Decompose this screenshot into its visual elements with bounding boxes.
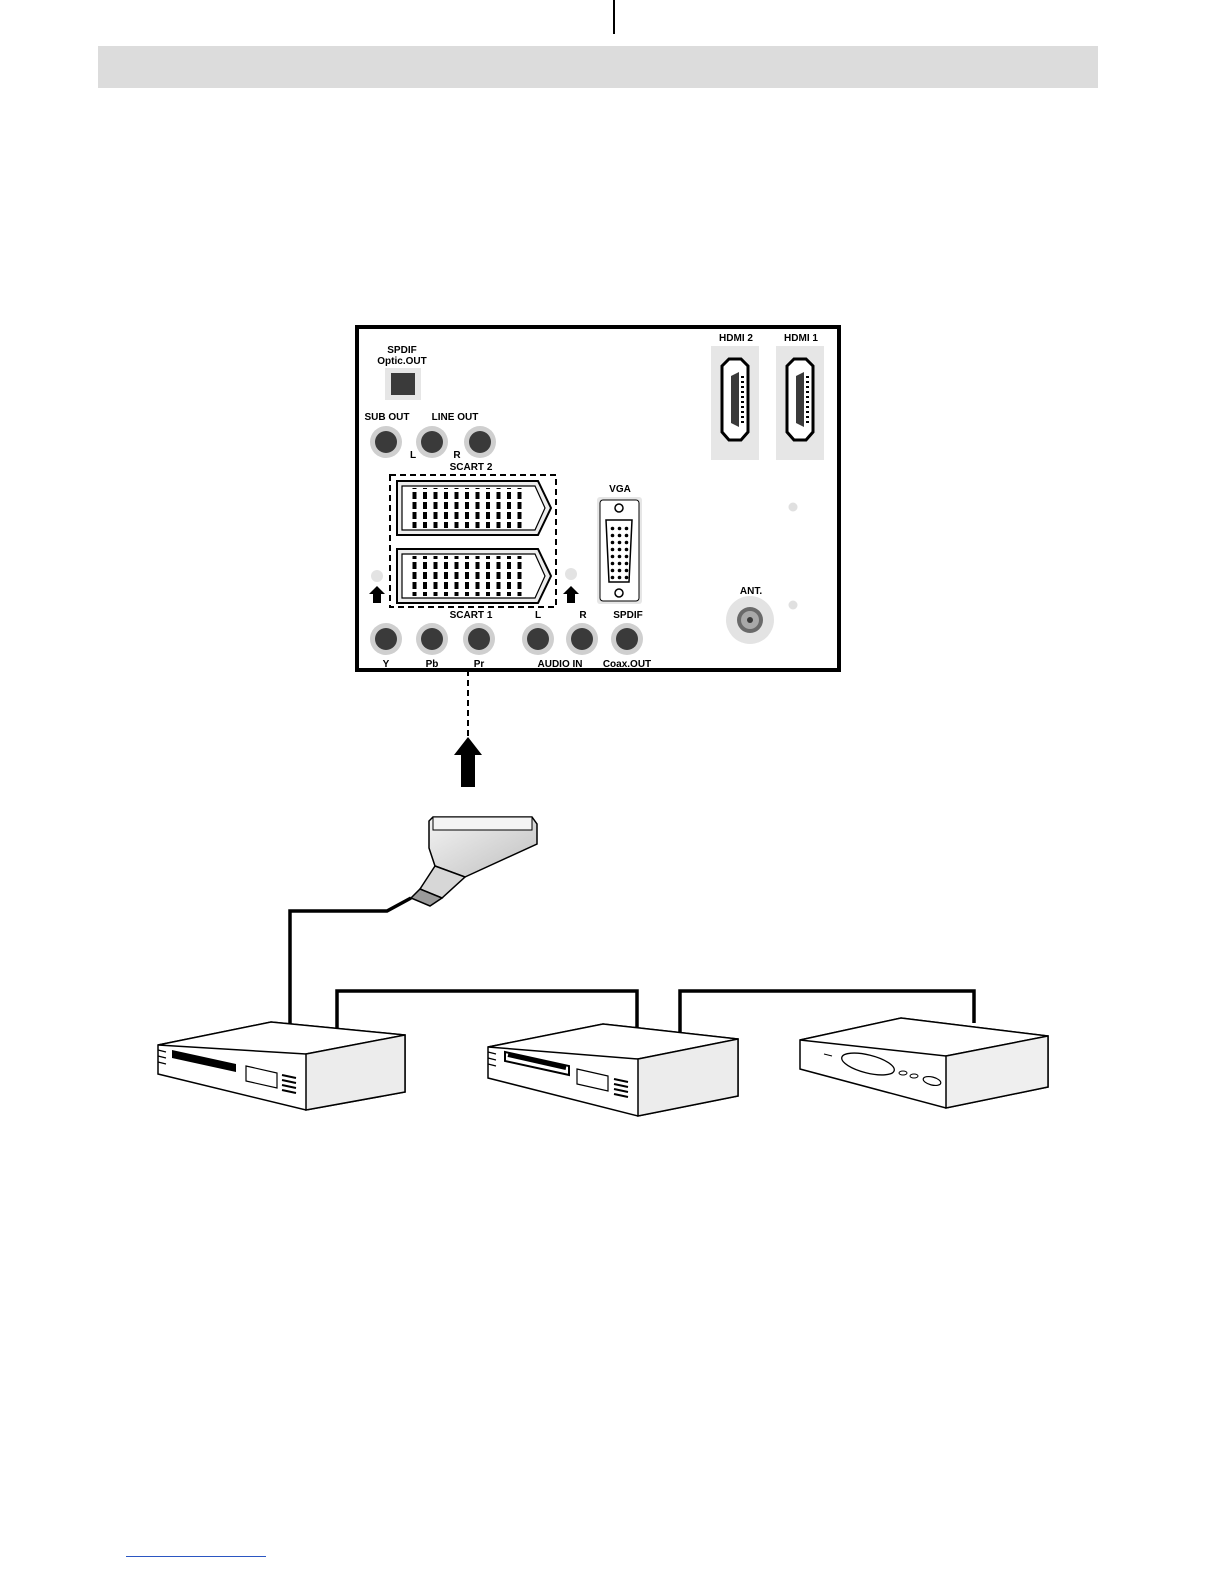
scart-plug-icon [411, 817, 537, 906]
scart2-label: SCART 2 [450, 462, 493, 473]
scart-cable [290, 898, 411, 1026]
audio-in-r-label: R [579, 610, 587, 621]
indicator-dot [789, 503, 798, 512]
line-out-l-label: L [410, 450, 416, 461]
indicator-dot [565, 568, 577, 580]
spdif-optic-label-1: SPDIF [387, 345, 416, 356]
audio-in-r-jack[interactable] [566, 623, 598, 655]
optical-port[interactable] [385, 368, 421, 400]
vcr-icon [488, 1024, 738, 1116]
scart1-connector[interactable] [397, 549, 551, 603]
line-out-r-label: R [453, 450, 461, 461]
sub-out-jack[interactable] [370, 426, 402, 458]
y-label: Y [383, 659, 390, 670]
line-out-r-jack[interactable] [464, 426, 496, 458]
audio-in-label: AUDIO IN [538, 659, 583, 670]
sub-out-label: SUB OUT [365, 412, 410, 423]
y-jack[interactable] [370, 623, 402, 655]
spdif-coax-jack[interactable] [611, 623, 643, 655]
pb-jack[interactable] [416, 623, 448, 655]
line-out-l-jack[interactable] [416, 426, 448, 458]
pr-label: Pr [474, 659, 485, 670]
hdmi2-label: HDMI 2 [719, 333, 753, 344]
coax-out-label: Coax.OUT [603, 659, 651, 670]
line-out-label: LINE OUT [432, 412, 479, 423]
pb-label: Pb [426, 659, 439, 670]
antenna-port[interactable] [726, 596, 774, 644]
tv-rear-panel: SPDIF Optic.OUT SUB OUT LINE OUT L R SCA… [357, 327, 839, 670]
audio-in-l-label: L [535, 610, 541, 621]
pr-jack[interactable] [463, 623, 495, 655]
indicator-dot [789, 601, 798, 610]
arrow-up-icon [454, 737, 482, 787]
hdmi2-port[interactable] [711, 346, 759, 460]
indicator-dot [371, 570, 383, 582]
vga-label: VGA [609, 484, 631, 495]
spdif-optic-label-2: Optic.OUT [377, 356, 426, 367]
scart2-connector[interactable] [397, 481, 551, 535]
ant-label: ANT. [740, 586, 762, 597]
spdif-coax-label: SPDIF [613, 610, 642, 621]
vga-port[interactable] [597, 497, 642, 604]
hdmi1-port[interactable] [776, 346, 824, 460]
audio-in-l-jack[interactable] [522, 623, 554, 655]
vcr-icon [158, 1022, 405, 1110]
set-top-box-icon [800, 1018, 1048, 1108]
hdmi1-label: HDMI 1 [784, 333, 818, 344]
scart1-label: SCART 1 [450, 610, 493, 621]
